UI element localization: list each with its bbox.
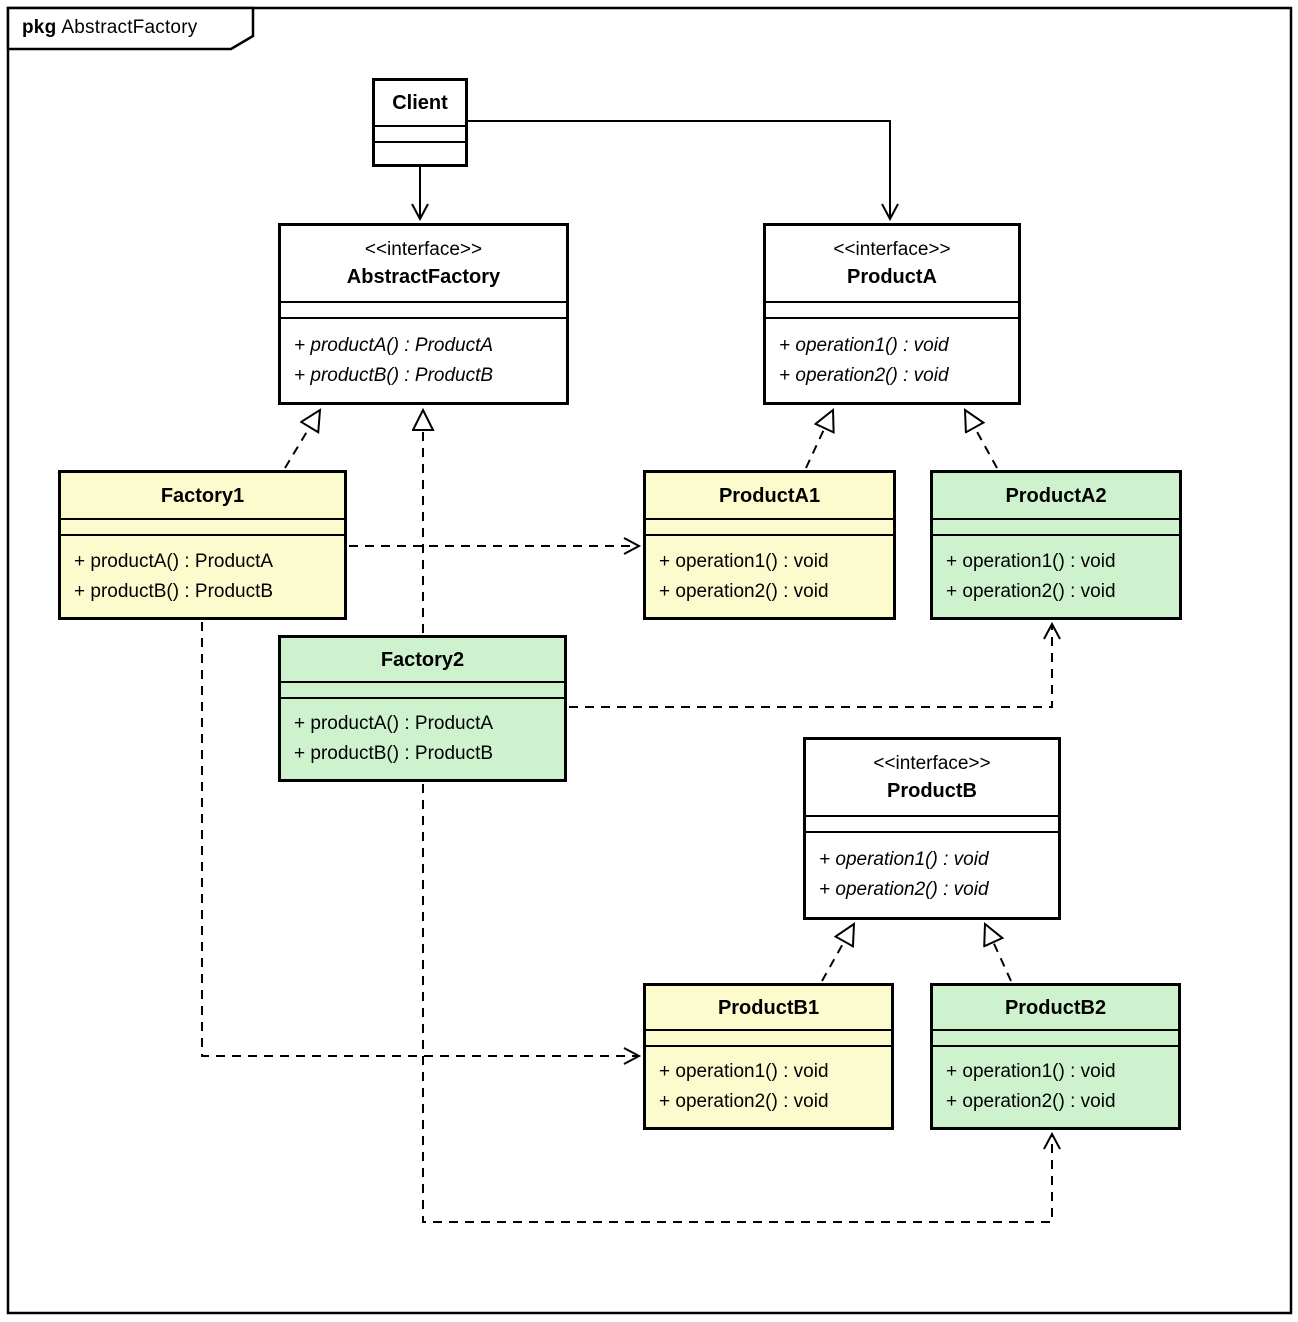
attributes-compartment (766, 303, 1018, 319)
operation: + productB() : ProductB (294, 743, 494, 764)
class-name: ProductA1 (718, 484, 821, 507)
class-name: Client (392, 92, 448, 114)
class-producta1-header: ProductA1 (646, 473, 893, 520)
operation: + productA() : ProductA (74, 550, 274, 572)
attributes-compartment (646, 520, 893, 536)
class-name: ProductB2 (1004, 996, 1107, 1019)
attributes-compartment (933, 1031, 1178, 1047)
operations-compartment: + operation1() : void + operation2() : v… (933, 536, 1179, 617)
class-producta-header: <<interface>> ProductA (766, 226, 1018, 303)
operation: + operation2() : void (779, 364, 949, 386)
stereotype-label: <<interface>> (873, 752, 991, 774)
operation: + operation2() : void (659, 580, 829, 602)
class-name: ProductB1 (717, 996, 820, 1019)
operations-compartment: + operation1() : void + operation2() : v… (766, 319, 1018, 402)
class-factory2-header: Factory2 (281, 638, 564, 683)
class-producta2: ProductA2 + operation1() : void + operat… (930, 470, 1182, 620)
class-producta2-header: ProductA2 (933, 473, 1179, 520)
class-name: ProductA (847, 265, 937, 288)
class-factory1-header: Factory1 (61, 473, 344, 520)
operation: + operation1() : void (659, 550, 829, 572)
operations-compartment: + productA() : ProductA + productB() : P… (281, 699, 564, 779)
class-factory1: Factory1 + productA() : ProductA + produ… (58, 470, 347, 620)
attributes-compartment (281, 683, 564, 699)
class-productb2-header: ProductB2 (933, 986, 1178, 1031)
operation: + operation2() : void (819, 879, 989, 900)
operations-compartment: + operation1() : void + operation2() : v… (933, 1047, 1178, 1127)
class-client-header: Client (375, 81, 465, 127)
class-abstractfactory-header: <<interface>> AbstractFactory (281, 226, 566, 303)
operation: + productA() : ProductA (294, 334, 494, 356)
operation: + productB() : ProductB (294, 364, 494, 386)
operation: + operation2() : void (659, 1091, 829, 1112)
attributes-compartment (61, 520, 344, 536)
operation: + productA() : ProductA (294, 713, 494, 734)
frame-border (6, 6, 1293, 1315)
stereotype-label: <<interface>> (833, 238, 951, 260)
attributes-compartment (933, 520, 1179, 536)
frame-name: AbstractFactory (61, 17, 198, 38)
class-productb: <<interface>> ProductB + operation1() : … (803, 737, 1061, 920)
operation: + operation1() : void (659, 1061, 829, 1082)
attributes-compartment (646, 1031, 891, 1047)
operation: + operation1() : void (779, 334, 949, 356)
operation: + operation2() : void (946, 1091, 1116, 1112)
class-name: Factory2 (380, 648, 465, 671)
class-producta1: ProductA1 + operation1() : void + operat… (643, 470, 896, 620)
class-name: AbstractFactory (346, 265, 501, 288)
operation: + operation1() : void (946, 1061, 1116, 1082)
class-productb-header: <<interface>> ProductB (806, 740, 1058, 817)
class-producta: <<interface>> ProductA + operation1() : … (763, 223, 1021, 405)
class-factory2: Factory2 + productA() : ProductA + produ… (278, 635, 567, 782)
operations-compartment: + productA() : ProductA + productB() : P… (281, 319, 566, 402)
operations-compartment (375, 143, 465, 164)
operations-compartment: + operation1() : void + operation2() : v… (806, 833, 1058, 917)
class-name: Factory1 (160, 484, 245, 507)
class-abstractfactory: <<interface>> AbstractFactory + productA… (278, 223, 569, 405)
operations-compartment: + operation1() : void + operation2() : v… (646, 1047, 891, 1127)
operation: + operation2() : void (946, 580, 1116, 602)
class-productb2: ProductB2 + operation1() : void + operat… (930, 983, 1181, 1130)
operation: + operation1() : void (946, 550, 1116, 572)
operations-compartment: + productA() : ProductA + productB() : P… (61, 536, 344, 617)
class-productb1-header: ProductB1 (646, 986, 891, 1031)
operation: + operation1() : void (819, 849, 989, 870)
class-client: Client (372, 78, 468, 167)
class-name: ProductA2 (1005, 484, 1107, 507)
attributes-compartment (806, 817, 1058, 833)
attributes-compartment (375, 127, 465, 143)
frame-tab (6, 6, 255, 51)
attributes-compartment (281, 303, 566, 319)
stereotype-label: <<interface>> (364, 238, 483, 260)
class-productb1: ProductB1 + operation1() : void + operat… (643, 983, 894, 1130)
operations-compartment: + operation1() : void + operation2() : v… (646, 536, 893, 617)
class-name: ProductB (887, 779, 977, 802)
operation: + productB() : ProductB (74, 580, 274, 602)
frame-keyword: pkg (22, 17, 57, 38)
